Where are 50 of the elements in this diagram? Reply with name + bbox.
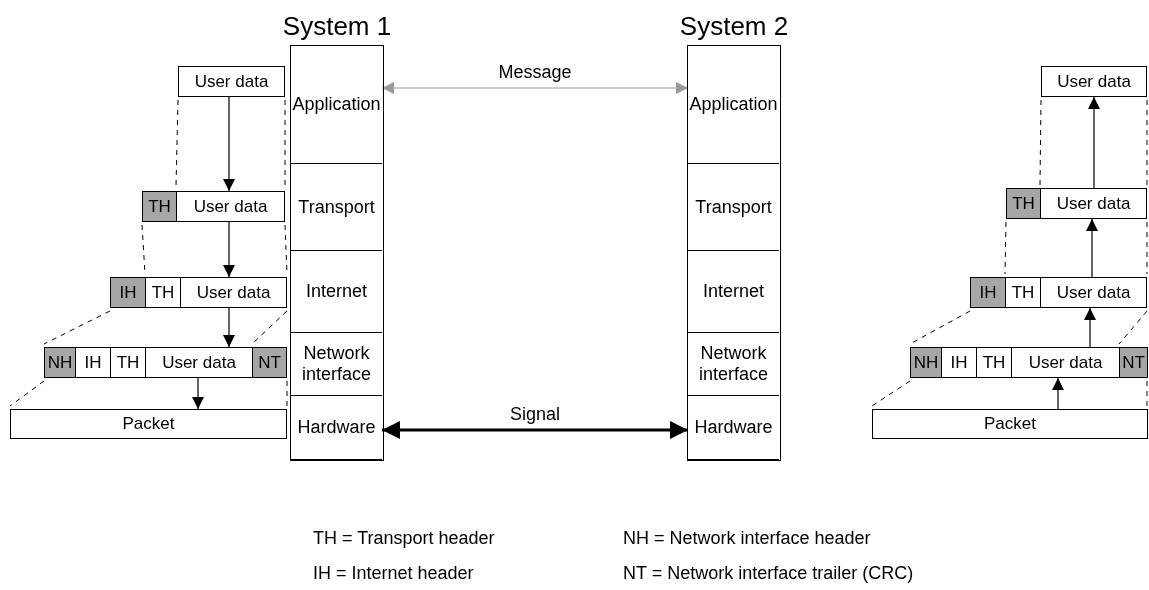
layer-box: Hardware [291,396,382,460]
arrow [1084,307,1096,348]
arrow [381,82,689,94]
header-field: IH [110,277,146,308]
abbreviation-note: NT = Network interface trailer (CRC) [623,563,914,584]
abbreviation-note: IH = Internet header [313,563,474,584]
data-field: User data [178,66,285,97]
data-field: User data [1040,277,1147,308]
layer-box: Network interface [688,333,779,396]
data-field: User data [176,191,285,222]
data-field: IH [941,347,977,378]
layer-box: Application [688,46,779,164]
header-field: TH [142,191,177,222]
layer-box: Hardware [688,396,779,460]
arrow [192,377,204,410]
stack-title: System 2 [678,12,790,42]
arrow [382,421,688,439]
abbreviation-note: TH = Transport header [313,528,495,549]
layer-box: Internet [688,251,779,333]
arrow [223,221,235,278]
arrow [1086,218,1098,278]
stack-title: System 1 [281,12,393,42]
data-field: TH [145,277,181,308]
data-field: User data [1040,188,1147,219]
header-field: NT [252,347,287,378]
layer-box: Application [291,46,382,164]
layer-box: Network interface [291,333,382,396]
data-field: Packet [10,409,287,439]
header-field: NH [44,347,76,378]
data-field: TH [110,347,146,378]
header-field: IH [970,277,1006,308]
layer-box: Transport [688,164,779,251]
arrow [223,96,235,192]
layer-box: Internet [291,251,382,333]
abbreviation-note: NH = Network interface header [623,528,871,549]
header-field: NH [910,347,942,378]
data-field: Packet [872,409,1148,439]
data-field: TH [976,347,1012,378]
data-field: User data [1041,66,1147,97]
layer-box: Transport [291,164,382,251]
data-field: User data [180,277,287,308]
header-field: TH [1006,188,1041,219]
data-field: User data [145,347,253,378]
data-field: TH [1005,277,1041,308]
data-field: IH [75,347,111,378]
data-field: User data [1011,347,1120,378]
arrow [1088,96,1100,189]
arrow [223,307,235,348]
header-field: NT [1119,347,1148,378]
arrow [1052,377,1064,410]
